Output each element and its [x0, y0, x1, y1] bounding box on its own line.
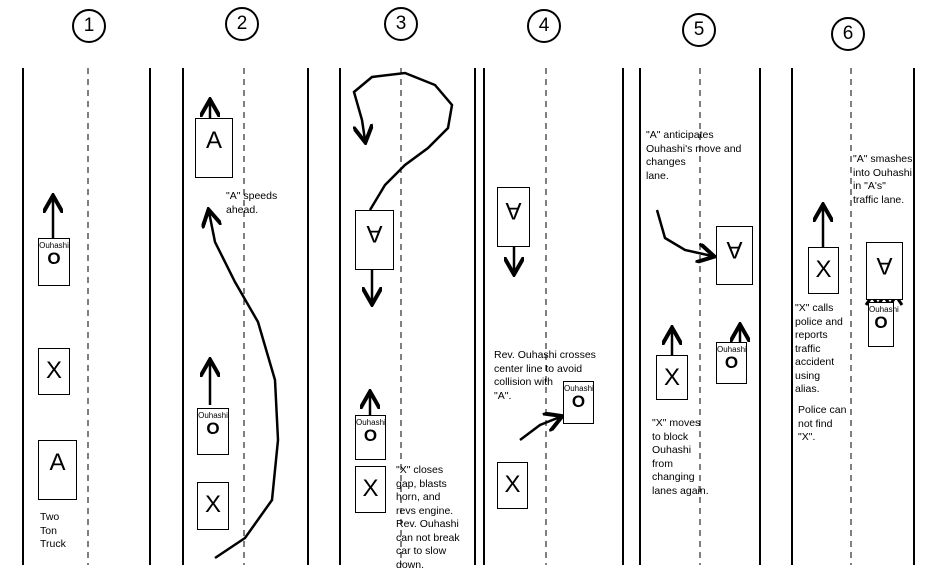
- car-mark: O: [47, 249, 61, 268]
- car-mark: O: [206, 419, 220, 438]
- car-x: X: [197, 482, 229, 530]
- note: "A" speeds ahead.: [226, 190, 278, 216]
- car-label: Ouhashi: [356, 418, 386, 427]
- note: Rev. Ouhashi crosses center line to avoi…: [494, 349, 596, 402]
- car-label: Ouhashi: [564, 384, 594, 393]
- car-label: X: [504, 471, 521, 498]
- car-label: A: [49, 449, 66, 476]
- car-label: Ouhashi: [869, 305, 899, 314]
- panel-number-4: 4: [527, 9, 561, 43]
- car-label: X: [362, 475, 379, 502]
- panel-number-6: 6: [831, 17, 865, 51]
- panel-number-2: 2: [225, 7, 259, 41]
- car-label: A: [505, 197, 522, 224]
- path-arrow-icon: [209, 212, 280, 560]
- car-label: A: [726, 236, 743, 263]
- note: "X" moves to block Ouhashi from changing…: [652, 417, 709, 497]
- arrow-icon: [655, 209, 712, 256]
- car-label: A: [205, 127, 222, 154]
- panel-number-3: 3: [384, 7, 418, 41]
- car-label: Ouhashi: [39, 241, 69, 250]
- note: Police can not find "X".: [798, 404, 847, 443]
- car-label: X: [815, 256, 832, 283]
- panel-number-5: 5: [682, 13, 716, 47]
- car-label: X: [663, 364, 680, 391]
- car-x: X: [808, 247, 839, 294]
- truck-a: A: [195, 118, 233, 178]
- car-label: X: [204, 491, 221, 518]
- note: "X" calls police and reports traffic acc…: [795, 302, 843, 395]
- car-label: Ouhashi: [198, 411, 228, 420]
- car-x: X: [38, 348, 70, 395]
- panel-number-1: 1: [72, 9, 106, 43]
- car-mark: O: [571, 392, 586, 411]
- arrow-icon: [519, 417, 560, 441]
- truck-a: A: [716, 226, 753, 285]
- car-x: X: [355, 466, 386, 513]
- note: "A" smashes into Ouhashi in "A's" traffi…: [853, 153, 913, 206]
- note: "A" anticipates Ouhashi's move and chang…: [646, 129, 742, 182]
- car-label: X: [45, 357, 62, 384]
- truck-a: A: [497, 187, 530, 247]
- note: "X" closes gap, blasts horn, and revs en…: [396, 464, 460, 571]
- car-mark: O: [874, 313, 888, 332]
- loop-arrow-icon: [352, 71, 454, 211]
- car-label: Ouhashi: [717, 345, 747, 354]
- car-mark: O: [363, 426, 378, 445]
- note: Two Ton Truck: [40, 511, 66, 550]
- car-label: A: [366, 220, 383, 247]
- car-label: A: [876, 252, 893, 279]
- car-x: X: [656, 355, 688, 400]
- truck-a: A: [38, 440, 77, 500]
- truck-a: A: [355, 210, 394, 270]
- truck-a: A: [866, 242, 903, 300]
- car-mark: O: [724, 353, 739, 372]
- car-x: X: [497, 462, 528, 509]
